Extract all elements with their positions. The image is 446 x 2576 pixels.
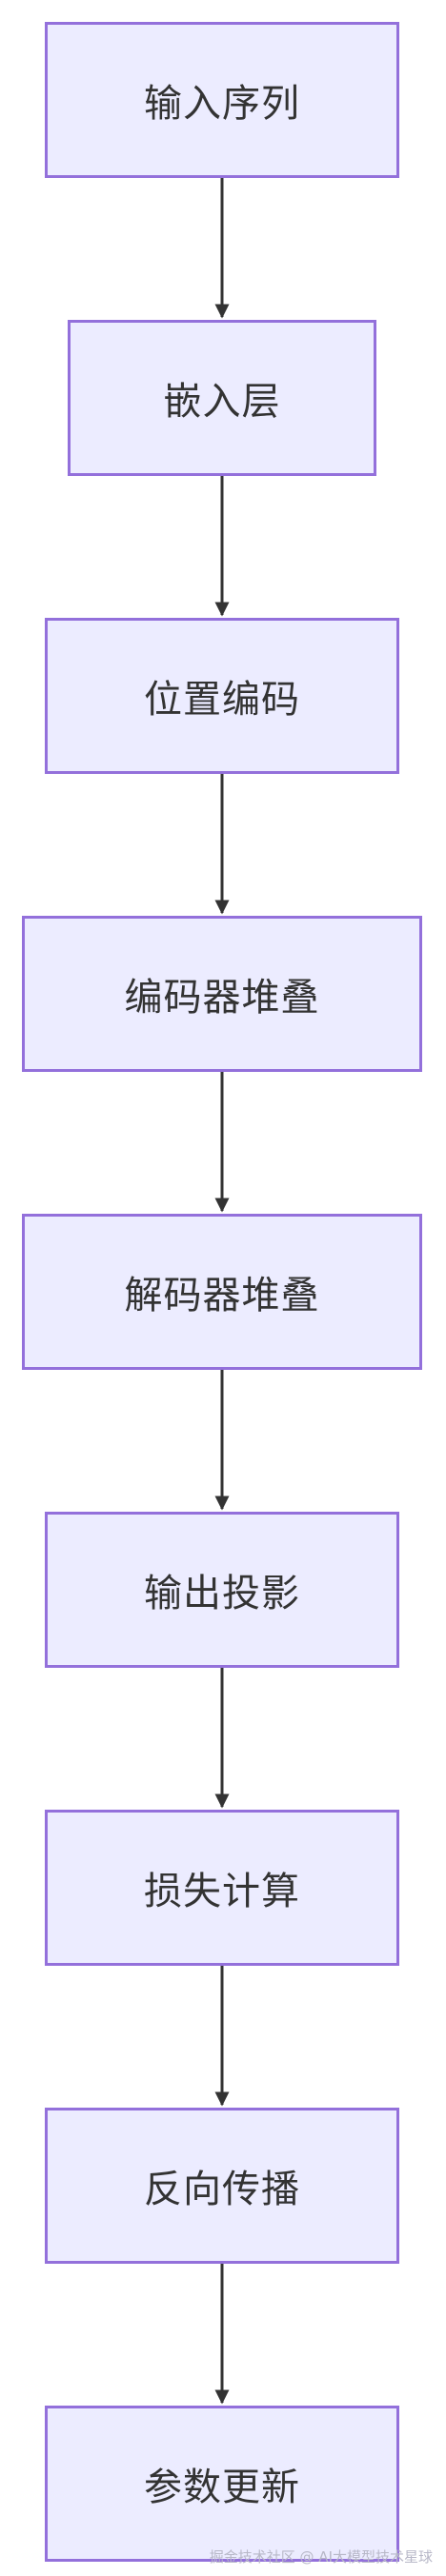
- node-positional-encoding: 位置编码: [45, 618, 399, 774]
- node-backpropagation: 反向传播: [45, 2108, 399, 2264]
- node-label: 编码器堆叠: [124, 976, 320, 1020]
- watermark-text: 掘金技术社区 @ AI大模型技术星球: [209, 2548, 433, 2566]
- node-label: 反向传播: [144, 2168, 300, 2211]
- node-encoder-stack: 编码器堆叠: [22, 916, 422, 1072]
- node-label: 损失计算: [144, 1870, 300, 1913]
- node-label: 参数更新: [144, 2466, 300, 2509]
- node-label: 位置编码: [144, 678, 300, 722]
- node-input-sequence: 输入序列: [45, 22, 399, 178]
- node-embedding-layer: 嵌入层: [68, 320, 376, 476]
- node-loss-computation: 损失计算: [45, 1810, 399, 1966]
- node-decoder-stack: 解码器堆叠: [22, 1214, 422, 1370]
- node-label: 输入序列: [144, 82, 300, 126]
- node-output-projection: 输出投影: [45, 1512, 399, 1668]
- node-label: 解码器堆叠: [124, 1274, 320, 1318]
- node-parameter-update: 参数更新: [45, 2406, 399, 2562]
- node-label: 嵌入层: [163, 380, 281, 424]
- node-label: 输出投影: [144, 1572, 300, 1615]
